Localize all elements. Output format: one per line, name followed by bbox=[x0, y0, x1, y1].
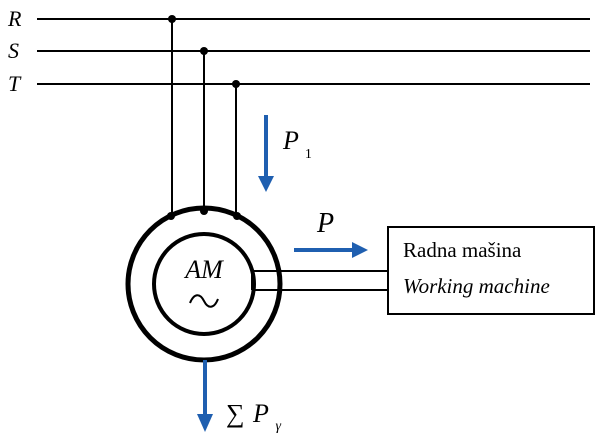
working-machine-box bbox=[387, 226, 595, 315]
phase-label-r: R bbox=[7, 6, 22, 31]
motor-inner-rotor bbox=[152, 232, 256, 336]
phase-label-s: S bbox=[8, 38, 19, 63]
loss-power-base: P bbox=[252, 399, 269, 428]
working-machine-label-sr: Radna mašina bbox=[403, 238, 522, 262]
motor-label: AM bbox=[183, 255, 224, 284]
motor-outer-ring bbox=[125, 205, 283, 363]
output-power-arrowhead bbox=[352, 242, 368, 258]
loss-power-label: ∑ P γ bbox=[226, 399, 281, 434]
input-power-label: P 1 bbox=[282, 126, 312, 162]
working-machine-label-en: Working machine bbox=[403, 274, 550, 298]
junction-t bbox=[232, 80, 240, 88]
loss-power-sub: γ bbox=[275, 419, 281, 434]
input-power-arrowhead bbox=[258, 176, 274, 192]
input-power-sub: 1 bbox=[305, 147, 312, 162]
feed-wire-r bbox=[167, 19, 173, 219]
phase-label-t: T bbox=[8, 71, 22, 96]
loss-sum-symbol: ∑ bbox=[226, 399, 245, 428]
input-power-base: P bbox=[282, 126, 299, 155]
junction-r bbox=[168, 15, 176, 23]
shaft bbox=[251, 270, 388, 291]
ac-sine-icon bbox=[189, 294, 219, 308]
junction-s bbox=[200, 47, 208, 55]
loss-power-arrowhead bbox=[197, 414, 213, 432]
output-power-label: P bbox=[316, 208, 334, 239]
feed-wire-t bbox=[235, 84, 241, 219]
phase-lines bbox=[37, 18, 590, 85]
